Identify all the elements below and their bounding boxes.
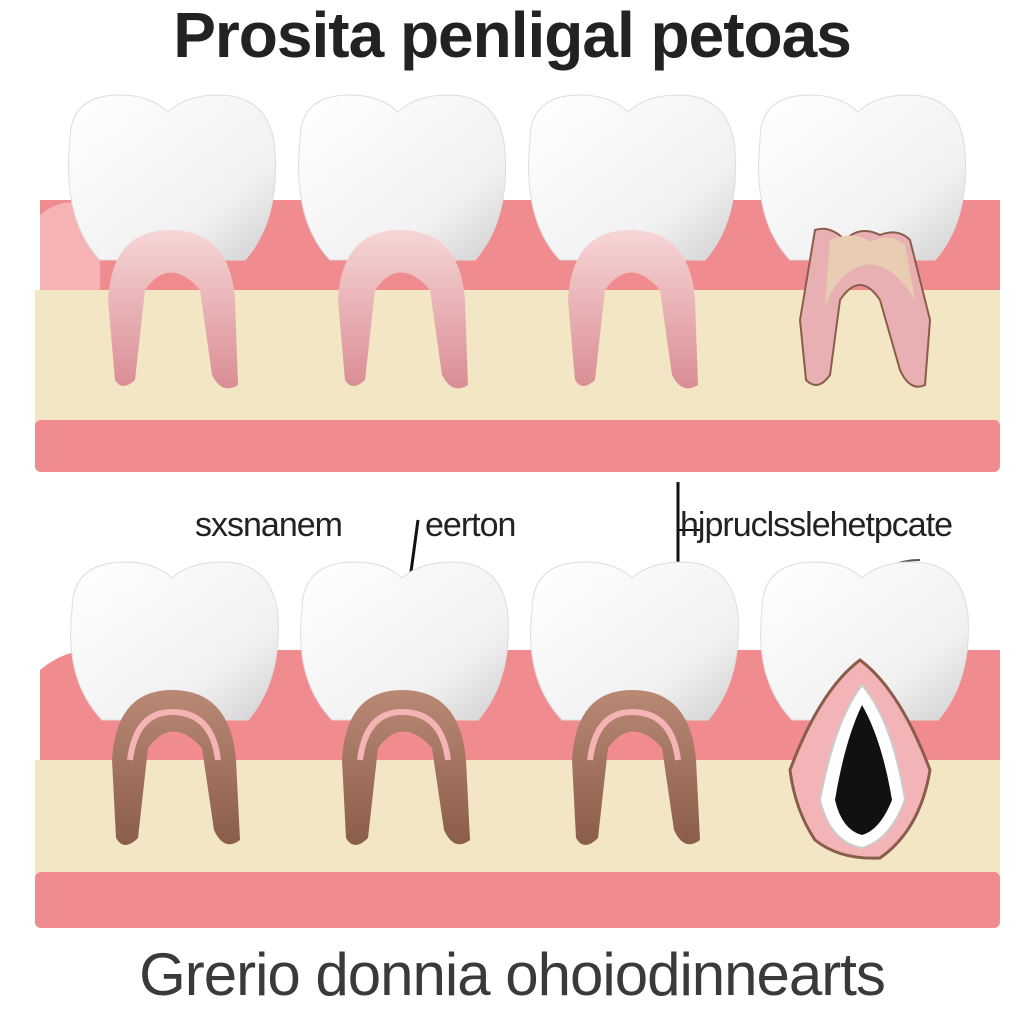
top-root-3 [568,230,698,389]
bottom-bone-edge [35,763,1000,790]
top-bone-edge [35,292,1000,330]
diagram-label-2: eerton [425,506,516,544]
diagram-label-3: hjpruclsslehetpcate [680,506,953,544]
bottom-tooth-3 [530,561,739,845]
bottom-tooth-1 [70,561,279,845]
bottom-panel [35,561,1000,928]
bottom-tooth-4 [760,561,969,860]
top-base-gum [35,420,1000,472]
bottom-tooth-2 [300,561,509,845]
top-tooth-2 [298,94,507,389]
bottom-base-gum [35,872,1000,928]
bottom-abscess-cavity-4 [835,705,892,835]
top-tooth-3 [528,94,737,389]
diagram-title: Prosita penligal petoas [173,0,852,71]
top-panel [35,94,1000,472]
top-decay-pulp-4 [825,235,915,305]
bottom-gum-band [40,649,1000,780]
top-root-2 [338,230,468,389]
diagram-footer-caption: Grerio donnia ohoiodinnearts [139,941,886,1008]
top-tooth-4 [758,94,967,388]
diagram-label-1: sxsnanem [195,506,343,544]
top-tooth-1 [68,94,277,389]
top-root-1 [108,230,238,389]
